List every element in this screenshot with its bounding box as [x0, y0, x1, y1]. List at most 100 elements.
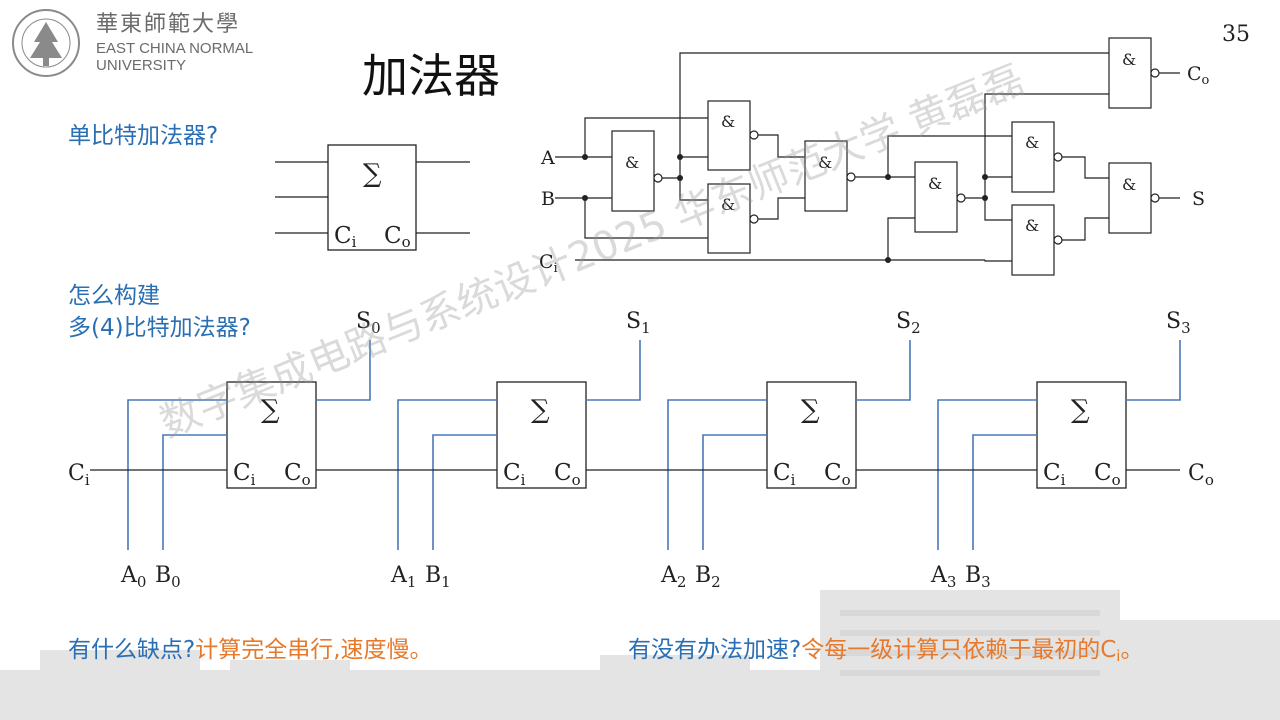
block-co-1-main: C — [554, 460, 572, 486]
block-ci-2-main: C — [773, 460, 791, 486]
block-sigma-2: ∑ — [801, 395, 820, 425]
gate-label-sum: & — [1122, 175, 1136, 194]
ripple-co-subscript: o — [1205, 471, 1214, 489]
gate-label-2: & — [721, 112, 735, 131]
a-input-label-3-subscript: 3 — [947, 573, 957, 591]
block-co-1-subscript: o — [572, 471, 581, 489]
single-bit-adder-diagram: ∑ Ci Co — [275, 144, 470, 251]
sum-label-1-subscript: 1 — [641, 319, 651, 337]
a-input-label-0: A0 — [120, 563, 146, 591]
gate-label-6: & — [1025, 133, 1039, 152]
svg-text:Ci: Ci — [334, 223, 357, 251]
question-multi-bit-line1: 怎么构建 — [68, 283, 160, 309]
a-input-label-1-main: A — [390, 563, 408, 588]
block-co-0-subscript: o — [302, 471, 311, 489]
block-co-3-main: C — [1094, 460, 1112, 486]
speedup-question: 有没有办法加速? — [628, 637, 802, 663]
block-sigma-3: ∑ — [1071, 395, 1090, 425]
page-number: 35 — [1222, 22, 1250, 47]
adder-ci-label: C — [334, 223, 352, 249]
nand-gate-1 — [611, 130, 655, 212]
sum-label-2: S2 — [896, 309, 921, 337]
input-a-label: A — [540, 147, 555, 169]
sum-label-1: S1 — [626, 309, 651, 337]
block-ci-3-subscript: i — [1061, 471, 1066, 489]
block-ci-0: Ci — [233, 460, 256, 489]
gate-label-1: & — [625, 153, 639, 172]
block-co-3: Co — [1094, 460, 1121, 489]
b-wire-2 — [702, 434, 767, 550]
slide-title: 加法器 — [362, 49, 500, 103]
block-co-0-main: C — [284, 460, 302, 486]
logo-english-line2: UNIVERSITY — [96, 57, 187, 74]
sum-wire-2 — [856, 340, 911, 401]
output-co-label: C — [1187, 63, 1202, 85]
gate-label-3: & — [721, 195, 735, 214]
block-co-2-subscript: o — [842, 471, 851, 489]
drawback-answer: 计算完全串行,速度慢。 — [195, 637, 433, 663]
block-co-2-main: C — [824, 460, 842, 486]
b-input-label-2: B2 — [695, 563, 721, 591]
sum-label-0-main: S — [356, 309, 371, 334]
a-wire-0 — [127, 399, 227, 550]
speedup-answer: 令每一级计算只依赖于最初的C — [801, 637, 1117, 663]
sum-label-1-main: S — [626, 309, 641, 334]
b-input-label-1-subscript: 1 — [441, 573, 451, 591]
block-co-0: Co — [284, 460, 311, 489]
b-wire-0 — [162, 434, 227, 550]
input-ci-label: C — [539, 251, 554, 273]
nand-gate-5 — [914, 161, 958, 233]
university-seal-logo — [12, 9, 80, 77]
block-co-1: Co — [554, 460, 581, 489]
block-ci-1-subscript: i — [521, 471, 526, 489]
speedup-statement: 有没有办法加速?令每一级计算只依赖于最初的Ci。 — [628, 630, 1143, 665]
b-wire-3 — [972, 434, 1037, 550]
input-ci-subscript: i — [554, 261, 558, 276]
gate-level-full-adder-diagram: & & & & & & & & & A B Ci Co S — [539, 37, 1210, 276]
b-input-label-0-main: B — [155, 563, 171, 588]
sum-wire-3 — [1126, 340, 1181, 401]
ripple-co-label: C — [1188, 461, 1205, 486]
b-wire-1 — [432, 434, 497, 550]
b-input-label-0: B0 — [155, 563, 181, 591]
a-wire-2 — [667, 399, 767, 550]
a-input-label-0-subscript: 0 — [137, 573, 147, 591]
block-co-3-subscript: o — [1112, 471, 1121, 489]
svg-text:Co: Co — [1187, 63, 1210, 88]
question-single-bit: 单比特加法器? — [68, 123, 219, 149]
block-ci-1-main: C — [503, 460, 521, 486]
a-wire-3 — [937, 399, 1037, 550]
block-ci-1: Ci — [503, 460, 526, 489]
sum-label-3-subscript: 3 — [1181, 319, 1191, 337]
a-input-label-2-subscript: 2 — [677, 573, 687, 591]
logo-chinese-name: 華東師範大學 — [96, 12, 241, 37]
block-ci-3: Ci — [1043, 460, 1066, 489]
block-ci-2: Ci — [773, 460, 796, 489]
b-input-label-3: B3 — [965, 563, 991, 591]
logo-english-line1: EAST CHINA NORMAL — [96, 40, 254, 57]
a-input-label-0-main: A — [120, 563, 138, 588]
block-ci-3-main: C — [1043, 460, 1061, 486]
svg-text:Ci: Ci — [539, 251, 558, 276]
drawback-question: 有什么缺点? — [68, 637, 196, 663]
output-co-subscript: o — [1202, 73, 1210, 88]
sum-wire-0 — [316, 340, 371, 401]
svg-text:Co: Co — [384, 223, 411, 251]
campus-skyline-image — [0, 590, 1280, 720]
sum-label-0: S0 — [356, 309, 381, 337]
a-input-label-2-main: A — [660, 563, 678, 588]
b-input-label-3-subscript: 3 — [981, 573, 991, 591]
ripple-ci-label: C — [68, 461, 85, 486]
gate-label-5: & — [928, 174, 942, 193]
b-input-label-2-main: B — [695, 563, 711, 588]
b-input-label-1: B1 — [425, 563, 451, 591]
adder-sigma-symbol: ∑ — [363, 159, 382, 189]
output-s-label: S — [1192, 188, 1205, 210]
b-input-label-1-main: B — [425, 563, 441, 588]
speedup-answer-end: 。 — [1120, 637, 1144, 663]
drawback-statement: 有什么缺点?计算完全串行,速度慢。 — [68, 630, 433, 664]
block-ci-2-subscript: i — [791, 471, 796, 489]
nand-gate-carry — [1108, 37, 1152, 109]
svg-text:Ci: Ci — [68, 461, 90, 489]
